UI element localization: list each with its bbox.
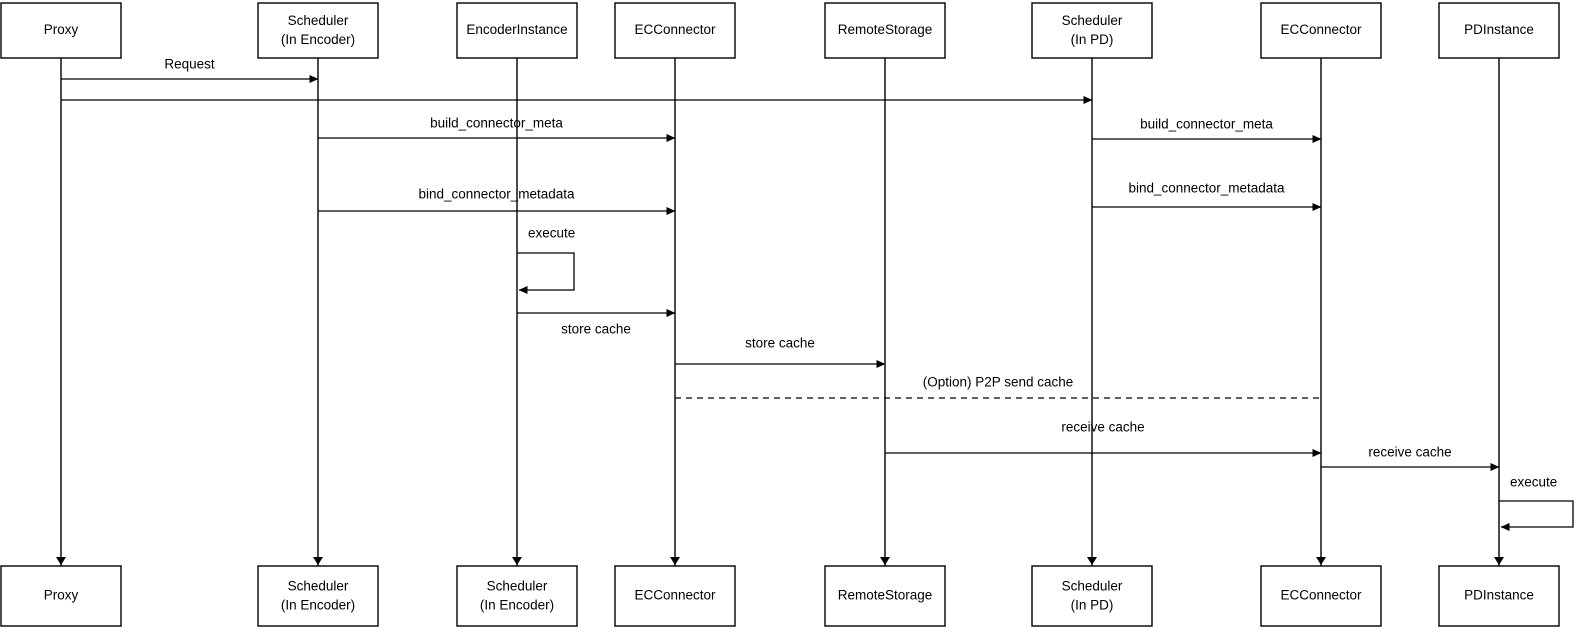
lifeline-end-arrow-proxy [56,557,66,565]
bottom-box-rect-proxy [0,565,122,627]
self-message-s1: execute [517,226,575,294]
top-box-proxy: Proxy [0,2,122,59]
bottom-box-rect-ec_conn_r [1260,565,1382,627]
lifeline-end-arrow-sched_enc [313,557,323,565]
top-box-sublabel-sched_pd: (In PD) [1071,32,1114,47]
top-box-rect-sched_enc [257,2,379,59]
bottom-box-rect-sched_enc [257,565,379,627]
top-box-remote_store: RemoteStorage [824,2,946,59]
top-box-label-remote_store: RemoteStorage [838,22,933,37]
top-box-ec_conn_r: ECConnector [1260,2,1382,59]
top-box-encoder_inst: EncoderInstance [456,2,578,59]
self-messages-layer: execute execute [517,226,1574,531]
lifelines-layer [56,58,1504,566]
bottom-box-label-pd_inst: PDInstance [1464,588,1534,603]
lifeline-end-arrow-ec_conn_r [1316,557,1326,565]
message-m10: receive cache [885,420,1322,457]
bottom-box-label-proxy: Proxy [44,588,79,603]
self-message-label-s1: execute [528,226,575,241]
bottom-box-ec_conn_r: ECConnector [1260,565,1382,627]
bottom-participant-boxes: Proxy Scheduler (In Encoder) Scheduler (In E… [0,565,1560,627]
message-m3: build_connector_meta [318,116,676,142]
top-box-rect-pd_inst [1438,2,1560,59]
message-label-m6: bind_connector_metadata [1128,181,1285,196]
top-box-label-ec_conn_l: ECConnector [634,22,716,37]
lifeline-end-arrow-remote_store [880,557,890,565]
top-box-sched_pd: Scheduler (In PD) [1031,2,1153,59]
top-box-label-encoder_inst: EncoderInstance [466,22,567,37]
bottom-box-label-ec_conn_r: ECConnector [1280,588,1362,603]
self-message-path-s1 [517,252,575,294]
message-label-m10: receive cache [1061,420,1144,435]
top-box-rect-sched_pd [1031,2,1153,59]
bottom-box-sublabel-sched_enc: (In Encoder) [281,598,355,613]
top-box-rect-ec_conn_l [614,2,736,59]
message-label-m3: build_connector_meta [430,116,563,131]
top-box-rect-encoder_inst [456,2,578,59]
message-m11: receive cache [1321,445,1500,471]
top-box-label-ec_conn_r: ECConnector [1280,22,1362,37]
message-m5: bind_connector_metadata [318,187,676,215]
message-label-m8: store cache [745,336,815,351]
message-m8: store cache [675,336,886,368]
bottom-box-label-encoder_inst: Scheduler [487,579,548,594]
bottom-box-rect-pd_inst [1438,565,1560,627]
message-label-m4: build_connector_meta [1140,117,1273,132]
bottom-box-rect-remote_store [824,565,946,627]
lifeline-end-arrow-ec_conn_l [670,557,680,565]
top-box-sublabel-sched_enc: (In Encoder) [281,32,355,47]
bottom-box-remote_store: RemoteStorage [824,565,946,627]
bottom-box-sublabel-sched_pd: (In PD) [1071,598,1114,613]
top-box-label-sched_pd: Scheduler [1062,13,1123,28]
self-message-s2: execute [1499,475,1574,531]
bottom-box-encoder_inst: Scheduler (In Encoder) [456,565,578,627]
message-m7: store cache [517,309,676,337]
top-box-rect-proxy [0,2,122,59]
bottom-box-label-sched_pd: Scheduler [1062,579,1123,594]
bottom-box-sublabel-encoder_inst: (In Encoder) [480,598,554,613]
top-box-ec_conn_l: ECConnector [614,2,736,59]
bottom-box-sched_pd: Scheduler (In PD) [1031,565,1153,627]
bottom-box-label-remote_store: RemoteStorage [838,588,933,603]
top-box-pd_inst: PDInstance [1438,2,1560,59]
bottom-box-label-ec_conn_l: ECConnector [634,588,716,603]
bottom-box-pd_inst: PDInstance [1438,565,1560,627]
lifeline-end-arrow-sched_pd [1087,557,1097,565]
top-box-rect-remote_store [824,2,946,59]
bottom-box-rect-ec_conn_l [614,565,736,627]
bottom-box-label-sched_enc: Scheduler [288,579,349,594]
lifeline-end-arrow-pd_inst [1494,557,1504,565]
bottom-box-proxy: Proxy [0,565,122,627]
message-label-m9: (Option) P2P send cache [923,375,1074,390]
top-box-label-pd_inst: PDInstance [1464,22,1534,37]
top-box-rect-ec_conn_r [1260,2,1382,59]
message-m6: bind_connector_metadata [1092,181,1322,211]
message-label-m11: receive cache [1368,445,1451,460]
self-message-label-s2: execute [1510,475,1557,490]
top-box-label-sched_enc: Scheduler [288,13,349,28]
bottom-box-ec_conn_l: ECConnector [614,565,736,627]
bottom-box-sched_enc: Scheduler (In Encoder) [257,565,379,627]
message-m9: (Option) P2P send cache [675,375,1321,399]
message-label-m7: store cache [561,322,631,337]
message-m4: build_connector_meta [1092,117,1322,143]
bottom-box-rect-encoder_inst [456,565,578,627]
messages-layer: Request build_connector_meta build_connect… [61,57,1500,471]
message-m1: Request [61,57,319,83]
lifeline-end-arrow-encoder_inst [512,557,522,565]
top-box-label-proxy: Proxy [44,22,79,37]
message-label-m1: Request [164,57,215,72]
self-message-path-s2 [1499,500,1574,531]
top-box-sched_enc: Scheduler (In Encoder) [257,2,379,59]
top-participant-boxes: Proxy Scheduler (In Encoder) EncoderInstanc… [0,2,1560,59]
message-label-m5: bind_connector_metadata [418,187,575,202]
bottom-box-rect-sched_pd [1031,565,1153,627]
